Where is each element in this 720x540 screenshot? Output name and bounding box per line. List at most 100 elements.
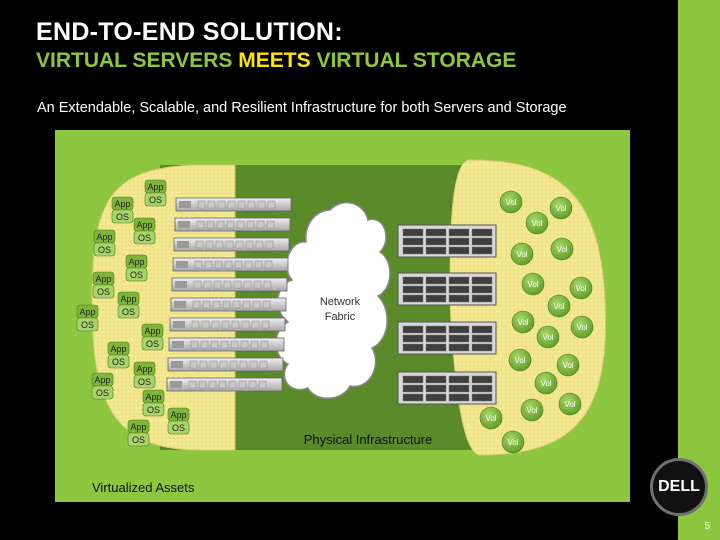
svg-text:OS: OS — [146, 339, 159, 349]
svg-text:Vol: Vol — [485, 414, 496, 423]
title-highlight: MEETS — [238, 49, 311, 72]
svg-text:Vol: Vol — [517, 318, 528, 327]
volume-disk: Vol — [479, 406, 503, 430]
volume-disk: Vol — [569, 276, 593, 300]
volume-disk: Vol — [521, 272, 545, 296]
volume-disk: Vol — [525, 211, 549, 235]
svg-text:Vol: Vol — [531, 219, 542, 228]
svg-text:App: App — [120, 294, 136, 304]
volume-disk: Vol — [511, 310, 535, 334]
svg-text:App: App — [145, 392, 161, 402]
svg-text:Vol: Vol — [516, 250, 527, 259]
storage-array — [397, 224, 497, 258]
svg-text:Vol: Vol — [540, 379, 551, 388]
svg-text:OS: OS — [112, 357, 125, 367]
svg-text:Vol: Vol — [526, 406, 537, 415]
svg-text:Vol: Vol — [505, 198, 516, 207]
server-unit — [171, 277, 288, 292]
volume-disk: Vol — [536, 325, 560, 349]
physical-infrastructure-label: Physical Infrastructure — [304, 432, 433, 447]
svg-text:OS: OS — [130, 270, 143, 280]
slide-subtitle-heading: VIRTUAL SERVERS MEETS VIRTUAL STORAGE — [36, 49, 516, 73]
server-unit — [174, 217, 291, 232]
server-unit — [167, 357, 284, 372]
volume-disk: Vol — [556, 353, 580, 377]
volume-disk: Vol — [510, 242, 534, 266]
svg-text:OS: OS — [149, 195, 162, 205]
title-part-2: VIRTUAL STORAGE — [316, 49, 517, 72]
network-label-2: Fabric — [325, 311, 356, 323]
server-unit — [169, 317, 286, 332]
server-unit — [166, 377, 283, 392]
svg-text:App: App — [136, 364, 152, 374]
svg-text:OS: OS — [147, 405, 160, 415]
slide-title: END-TO-END SOLUTION: — [36, 18, 343, 46]
network-label-1: Network — [320, 296, 361, 308]
svg-text:Vol: Vol — [514, 356, 525, 365]
dell-logo: DELL — [650, 458, 708, 516]
svg-text:Vol: Vol — [576, 323, 587, 332]
svg-text:App: App — [136, 220, 152, 230]
svg-text:Vol: Vol — [555, 204, 566, 213]
svg-text:OS: OS — [172, 423, 185, 433]
volume-disk: Vol — [501, 430, 525, 454]
slide-description: An Extendable, Scalable, and Resilient I… — [37, 100, 567, 116]
title-part-1: VIRTUAL SERVERS — [36, 49, 233, 72]
svg-text:OS: OS — [98, 245, 111, 255]
storage-array — [397, 272, 497, 306]
volume-disk: Vol — [520, 398, 544, 422]
dell-logo-text: DELL — [658, 478, 700, 495]
svg-text:App: App — [110, 344, 126, 354]
storage-array — [397, 371, 497, 405]
volume-disk: Vol — [508, 348, 532, 372]
svg-text:OS: OS — [81, 320, 94, 330]
svg-text:Vol: Vol — [553, 302, 564, 311]
volume-disk: Vol — [547, 294, 571, 318]
svg-text:App: App — [79, 307, 95, 317]
svg-text:OS: OS — [138, 377, 151, 387]
svg-text:Vol: Vol — [527, 280, 538, 289]
svg-text:OS: OS — [96, 388, 109, 398]
server-unit — [173, 237, 290, 252]
svg-text:Vol: Vol — [575, 284, 586, 293]
svg-text:OS: OS — [138, 233, 151, 243]
page-number: 5 — [704, 521, 710, 532]
server-unit — [175, 197, 292, 212]
volume-disk: Vol — [558, 392, 582, 416]
svg-text:Vol: Vol — [562, 361, 573, 370]
volume-disk: Vol — [570, 315, 594, 339]
svg-text:OS: OS — [116, 212, 129, 222]
svg-text:Vol: Vol — [564, 400, 575, 409]
server-unit — [168, 337, 285, 352]
svg-text:App: App — [94, 375, 110, 385]
volume-disk: Vol — [550, 237, 574, 261]
volume-disk: Vol — [549, 196, 573, 220]
volume-disk: Vol — [534, 371, 558, 395]
svg-text:OS: OS — [122, 307, 135, 317]
svg-text:Vol: Vol — [507, 438, 518, 447]
svg-text:OS: OS — [132, 435, 145, 445]
virtualized-assets-label: Virtualized Assets — [92, 480, 195, 495]
svg-text:OS: OS — [97, 287, 110, 297]
brand-sidebar — [678, 0, 720, 540]
svg-text:App: App — [170, 410, 186, 420]
svg-text:App: App — [114, 199, 130, 209]
svg-text:App: App — [144, 326, 160, 336]
network-cloud — [275, 201, 391, 399]
svg-text:App: App — [130, 422, 146, 432]
svg-text:App: App — [147, 182, 163, 192]
svg-text:App: App — [96, 232, 112, 242]
svg-text:App: App — [128, 257, 144, 267]
